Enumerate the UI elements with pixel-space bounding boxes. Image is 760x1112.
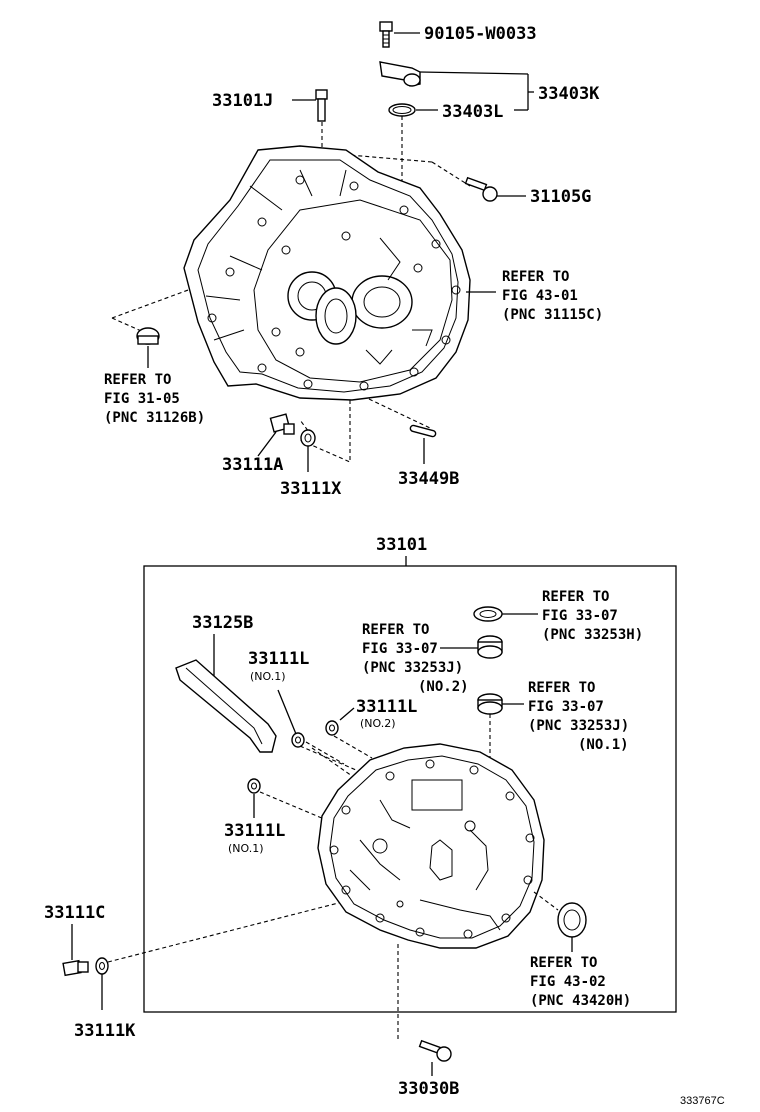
refer-fig-33-07-j2-line3: (PNC 33253J): [362, 660, 463, 676]
label-33111l-b: 33111L: [356, 697, 417, 717]
refer-fig-43-02-line1: REFER TO: [530, 955, 597, 971]
drain-plug-33111a-icon: [269, 413, 295, 435]
refer-fig-33-07-j2-line2: FIG 33-07: [362, 641, 438, 657]
refer-fig-33-07-j2-line4: (NO.2): [418, 679, 469, 695]
label-33030b: 33030B: [398, 1079, 459, 1099]
refer-fig-33-07-h-line3: (PNC 33253H): [542, 627, 643, 643]
label-33101: 33101: [376, 535, 427, 555]
pin-33449b-icon: [409, 424, 437, 438]
refer-fig-43-01-line3: (PNC 31115C): [502, 307, 603, 323]
transmission-case-drawing: [317, 743, 545, 949]
refer-fig-33-07-j1-line3: (PNC 33253J): [528, 718, 629, 734]
refer-fig-33-07-j1-line2: FIG 33-07: [528, 699, 604, 715]
plug-cap-icon: [136, 327, 160, 345]
label-90105-w0033: 90105-W0033: [424, 24, 537, 44]
label-33111l-c: 33111L: [224, 821, 285, 841]
refer-fig-33-07-j2-line1: REFER TO: [362, 622, 429, 638]
label-33111l-a: 33111L: [248, 649, 309, 669]
plug-33111c-icon: [62, 959, 89, 977]
figure-code: 333767C: [680, 1095, 725, 1107]
pin-33101j-icon: [315, 89, 328, 122]
bolt-31105g-icon: [464, 176, 498, 202]
label-33111l-b-no: (NO.2): [360, 717, 396, 730]
refer-fig-31-05-line2: FIG 31-05: [104, 391, 180, 407]
gasket-33111k-icon: [95, 957, 109, 975]
gasket-33111l-c-icon: [247, 778, 261, 794]
refer-fig-31-05-line1: REFER TO: [104, 372, 171, 388]
refer-fig-43-02-line3: (PNC 43420H): [530, 993, 631, 1009]
refer-fig-33-07-j1-line4: (NO.1): [578, 737, 629, 753]
refer-fig-31-05-line3: (PNC 31126B): [104, 410, 205, 426]
label-33125b: 33125B: [192, 613, 253, 633]
gasket-33111l-a-icon: [291, 732, 305, 748]
clutch-housing-drawing: [183, 145, 471, 401]
refer-fig-33-07-h-line1: REFER TO: [542, 589, 609, 605]
oil-seal-33253h-icon: [473, 606, 503, 622]
refer-fig-43-02-line2: FIG 43-02: [530, 974, 606, 990]
bolt-33030b-icon: [418, 1039, 452, 1062]
label-33111l-a-no: (NO.1): [250, 670, 286, 683]
label-33111c: 33111C: [44, 903, 105, 923]
oil-seal-43420h-icon: [557, 902, 587, 938]
label-33111a: 33111A: [222, 455, 283, 475]
label-33403k: 33403K: [538, 84, 600, 104]
label-33101j: 33101J: [212, 91, 273, 111]
label-33111l-c-no: (NO.1): [228, 842, 264, 855]
lever-bracket-icon: [379, 61, 421, 87]
refer-fig-33-07-h-line2: FIG 33-07: [542, 608, 618, 624]
bolt-90105-icon: [379, 21, 393, 48]
label-33449b: 33449B: [398, 469, 459, 489]
bushing-33253j-no2-icon: [477, 635, 503, 659]
bracket-33125b-icon: [175, 659, 277, 753]
bushing-33253j-no1-icon: [477, 693, 503, 715]
label-33111k: 33111K: [74, 1021, 136, 1041]
refer-fig-33-07-j1-line1: REFER TO: [528, 680, 595, 696]
label-33403l: 33403L: [442, 102, 503, 122]
label-33111x: 33111X: [280, 479, 342, 499]
case-assembly-frame: [143, 565, 677, 1013]
refer-fig-43-01-line2: FIG 43-01: [502, 288, 578, 304]
gasket-33111l-b-icon: [325, 720, 339, 736]
refer-fig-43-01-line1: REFER TO: [502, 269, 569, 285]
gasket-33111x-icon: [300, 429, 316, 447]
label-31105g: 31105G: [530, 187, 591, 207]
